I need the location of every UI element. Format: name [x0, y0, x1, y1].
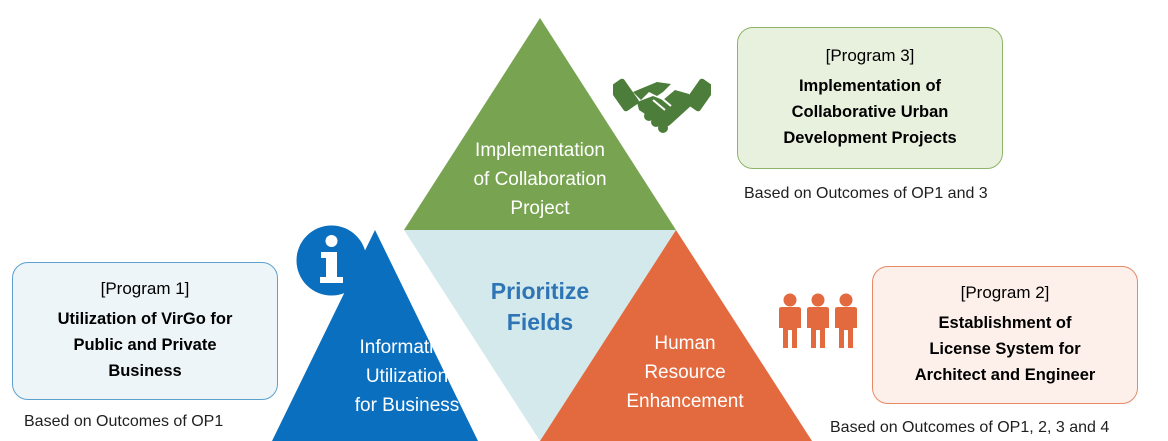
program-3-line-2: Collaborative Urban	[791, 102, 949, 121]
program-1-box: [Program 1] Utilization of VirGo for Pub…	[12, 262, 278, 400]
top-label-line-2: of Collaboration	[473, 169, 607, 190]
program-3-line-1: Implementation of	[798, 76, 942, 95]
center-label-line-1: Prioritize	[490, 278, 590, 304]
program-2-line-1: Establishment of	[938, 313, 1072, 332]
center-label: Prioritize Fields	[465, 276, 615, 338]
top-triangle-collaboration	[404, 18, 676, 230]
top-triangle-label: Implementation of Collaboration Project	[440, 136, 640, 223]
program-1-title: [Program 1]	[100, 278, 190, 298]
center-label-line-2: Fields	[506, 309, 574, 335]
left-triangle-label: Information Utilization for Business	[327, 333, 487, 420]
right-label-line-1: Human	[654, 333, 716, 354]
program-2-caption: Based on Outcomes of OP1, 2, 3 and 4	[830, 419, 1110, 436]
program-2-title: [Program 2]	[960, 282, 1050, 302]
left-label-line-1: Information	[359, 337, 455, 358]
program-1-line-2: Public and Private	[73, 335, 217, 354]
program-2-box: [Program 2] Establishment of License Sys…	[872, 266, 1138, 404]
top-label-line-1: Implementation	[475, 140, 605, 161]
people-group-icon	[779, 293, 857, 348]
program-1-line-3: Business	[108, 361, 182, 380]
handshake-icon	[613, 78, 711, 133]
program-1-caption: Based on Outcomes of OP1	[24, 413, 224, 430]
right-label-line-3: Enhancement	[626, 391, 744, 412]
program-3-title: [Program 3]	[825, 45, 915, 65]
left-label-line-2: Utilization	[365, 366, 449, 387]
program-1-line-1: Utilization of VirGo for	[57, 309, 233, 328]
program-3-line-3: Development Projects	[783, 128, 957, 147]
program-3-box: [Program 3] Implementation of Collaborat…	[737, 27, 1003, 169]
information-icon	[296, 225, 367, 296]
right-triangle-human-resource	[540, 230, 812, 441]
left-triangle-information	[272, 230, 478, 441]
program-3-caption: Based on Outcomes of OP1 and 3	[744, 185, 988, 202]
top-label-line-3: Project	[510, 198, 570, 219]
right-triangle-label: Human Resource Enhancement	[605, 329, 765, 416]
left-label-line-3: for Business	[354, 395, 460, 416]
program-2-line-3: Architect and Engineer	[914, 365, 1096, 384]
right-label-line-2: Resource	[644, 362, 726, 383]
center-triangle	[404, 230, 676, 441]
program-2-line-2: License System for	[929, 339, 1081, 358]
